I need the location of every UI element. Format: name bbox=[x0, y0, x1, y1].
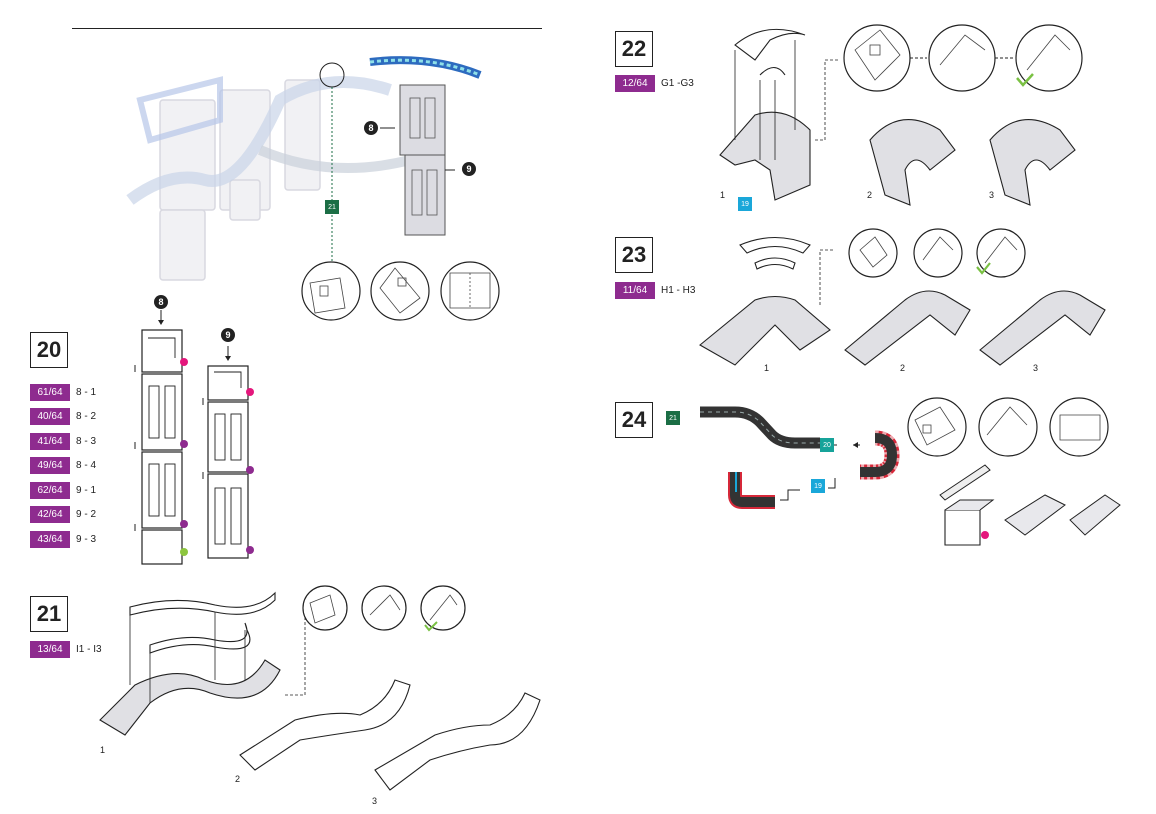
step-24-track-diagram bbox=[700, 406, 900, 509]
step-22-illustration bbox=[719, 24, 1083, 206]
part-badge: 11/64 bbox=[615, 282, 655, 299]
part-label: H1 - H3 bbox=[661, 285, 696, 296]
step-22-parts: 12/64 G1 -G3 bbox=[615, 75, 694, 92]
step-21-sub-2: 2 bbox=[235, 774, 241, 784]
part-badge: 42/64 bbox=[30, 506, 70, 524]
step-21-number: 21 bbox=[30, 596, 68, 632]
parts-row: 49/64 8 - 4 bbox=[30, 454, 96, 479]
step-22-sub-3: 3 bbox=[989, 190, 995, 200]
step-20-towers bbox=[134, 310, 254, 565]
step-24-details bbox=[907, 397, 1121, 546]
part-label: 9 - 3 bbox=[76, 533, 97, 545]
tag-21: 21 bbox=[325, 200, 339, 214]
overview-illustration: 8 9 21 bbox=[110, 50, 510, 300]
part-label: G1 -G3 bbox=[661, 78, 694, 89]
parts-row: 62/64 9 - 1 bbox=[30, 478, 96, 503]
overview-track-svg bbox=[126, 56, 482, 281]
step-23-illustration bbox=[699, 228, 1106, 366]
step-22-number: 22 bbox=[615, 31, 653, 67]
part-label: 9 - 2 bbox=[76, 509, 97, 521]
callout-9: 9 bbox=[462, 162, 476, 176]
part-badge: 13/64 bbox=[30, 641, 70, 658]
part-label: 8 - 2 bbox=[76, 411, 97, 423]
part-badge: 61/64 bbox=[30, 383, 70, 401]
parts-row: 43/64 9 - 3 bbox=[30, 527, 96, 552]
step-21-illustration bbox=[99, 585, 541, 791]
part-label: 8 - 1 bbox=[76, 386, 97, 398]
tower-9-callout: 9 bbox=[221, 328, 235, 342]
part-label: I1 - I3 bbox=[76, 644, 102, 655]
step-24-tag-20: 20 bbox=[820, 438, 834, 452]
overview-detail-circles bbox=[301, 261, 500, 321]
step-23-sub-3: 3 bbox=[1033, 363, 1039, 373]
callout-8: 8 bbox=[364, 121, 378, 135]
part-label: 9 - 1 bbox=[76, 484, 97, 496]
parts-row: 41/64 8 - 3 bbox=[30, 429, 96, 454]
part-badge: 49/64 bbox=[30, 457, 70, 475]
step-21-sub-1: 1 bbox=[100, 745, 106, 755]
part-badge: 40/64 bbox=[30, 408, 70, 426]
step-24-number: 24 bbox=[615, 402, 653, 438]
part-label: 8 - 3 bbox=[76, 435, 97, 447]
step-24-tag-19: 19 bbox=[811, 479, 825, 493]
step-20-parts-list: 61/64 8 - 1 40/64 8 - 2 41/64 8 - 3 49/64 8 … bbox=[30, 380, 96, 552]
parts-row: 61/64 8 - 1 bbox=[30, 380, 96, 405]
step-22-sub-1: 1 bbox=[720, 190, 726, 200]
step-23-sub-2: 2 bbox=[900, 363, 906, 373]
part-label: 8 - 4 bbox=[76, 460, 97, 472]
tower-8-callout: 8 bbox=[154, 295, 168, 309]
part-badge: 62/64 bbox=[30, 481, 70, 499]
step-22-tag-19: 19 bbox=[738, 197, 752, 211]
parts-row: 42/64 9 - 2 bbox=[30, 503, 96, 528]
step-21-parts: 13/64 I1 - I3 bbox=[30, 641, 102, 658]
step-20-number: 20 bbox=[30, 332, 68, 368]
parts-row: 40/64 8 - 2 bbox=[30, 405, 96, 430]
part-badge: 12/64 bbox=[615, 75, 655, 92]
step-23-parts: 11/64 H1 - H3 bbox=[615, 282, 695, 299]
step-24-tag-21: 21 bbox=[666, 411, 680, 425]
part-badge: 43/64 bbox=[30, 530, 70, 548]
step-22-sub-2: 2 bbox=[867, 190, 873, 200]
part-badge: 41/64 bbox=[30, 432, 70, 450]
step-21-sub-3: 3 bbox=[372, 796, 378, 806]
step-23-sub-1: 1 bbox=[764, 363, 770, 373]
top-rule bbox=[72, 28, 542, 29]
step-23-number: 23 bbox=[615, 237, 653, 273]
